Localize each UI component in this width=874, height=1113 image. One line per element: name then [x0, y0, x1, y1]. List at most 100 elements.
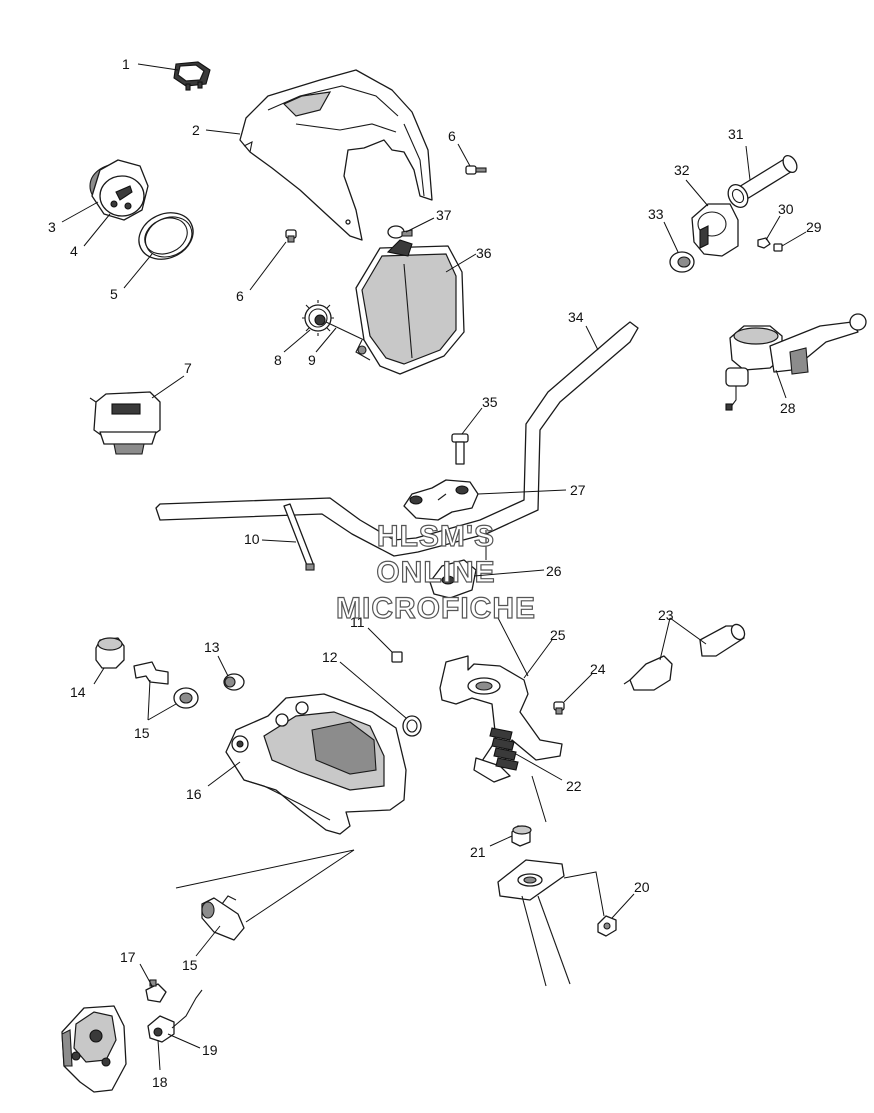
callout-6-lower: 6: [236, 241, 287, 304]
callout-34: 34: [568, 309, 599, 351]
callout-8: 8: [274, 329, 311, 368]
assembly-lines: [175, 530, 605, 923]
callout-label: 14: [70, 684, 86, 700]
callout-label: 6: [448, 128, 456, 144]
callout-4: 4: [70, 213, 111, 259]
part-spring: [489, 727, 519, 771]
part-screw-upper: [465, 165, 487, 175]
part-screw-24: [553, 701, 565, 715]
part-dial-housing: [89, 159, 149, 221]
part-adjuster-rod: [325, 321, 367, 355]
callout-label: 7: [184, 360, 192, 376]
part-screw-lower: [285, 229, 297, 243]
callout-label: 25: [550, 627, 566, 643]
part-nut: [597, 915, 617, 937]
callout-label: 23: [658, 607, 674, 623]
callout-31: 31: [728, 126, 751, 181]
callout-label: 27: [570, 482, 586, 498]
callout-10: 10: [244, 531, 297, 547]
callout-label: 19: [202, 1042, 218, 1058]
callout-1: 1: [122, 56, 179, 72]
callout-13: 13: [204, 639, 229, 677]
callout-label: 3: [48, 219, 56, 235]
callout-label: 22: [566, 778, 582, 794]
part-switch-assembly: [201, 895, 245, 941]
callout-14: 14: [70, 667, 105, 700]
callout-label: 8: [274, 352, 282, 368]
watermark-line-2: ONLINE: [376, 556, 495, 589]
callout-label: 32: [674, 162, 690, 178]
callout-label: 4: [70, 243, 78, 259]
callout-27: 27: [477, 482, 586, 498]
callout-label: 35: [482, 394, 498, 410]
part-upper-cover: [239, 69, 433, 241]
part-steering-plate: [497, 859, 571, 987]
part-throttle-housing: [691, 203, 739, 257]
part-key-bezel: [133, 661, 199, 709]
callout-label: 33: [648, 206, 664, 222]
watermark: HLSM'S ONLINE MICROFICHE: [335, 519, 535, 625]
callout-label: 15: [134, 725, 150, 741]
part-wire: [171, 989, 203, 1029]
part-lower-cover: [225, 693, 407, 835]
part-meter-gauge: [89, 391, 161, 455]
callout-26: 26: [473, 563, 562, 579]
part-small-clip: [391, 651, 403, 663]
callout-22: 22: [515, 753, 582, 794]
callout-label: 20: [634, 879, 650, 895]
callout-12: 12: [322, 649, 407, 719]
callout-5: 5: [110, 253, 153, 302]
callout-19: 19: [167, 1033, 218, 1058]
callout-25: 25: [523, 627, 566, 679]
part-brake-lever: [725, 313, 867, 411]
part-washer: [669, 251, 695, 273]
part-boots: [623, 623, 746, 691]
callout-15-upper: 15: [134, 679, 177, 741]
part-adjuster-gear: [302, 300, 334, 336]
part-bushing: [511, 825, 532, 847]
part-small-plug: [223, 673, 245, 691]
callout-label: 2: [192, 122, 200, 138]
callout-label: 9: [308, 352, 316, 368]
callout-16: 16: [186, 761, 241, 802]
part-o-ring: [402, 715, 422, 737]
callout-label: 17: [120, 949, 136, 965]
callout-20: 20: [611, 879, 650, 919]
callout-label: 16: [186, 786, 202, 802]
part-caliper: [61, 1005, 127, 1093]
callout-label: 34: [568, 309, 584, 325]
callout-32: 32: [674, 162, 709, 207]
part-small-nut: [757, 237, 771, 249]
callout-37: 37: [405, 207, 452, 233]
part-push-fastener: [387, 225, 413, 239]
callout-label: 26: [546, 563, 562, 579]
callout-30: 30: [765, 201, 794, 241]
callout-label: 13: [204, 639, 220, 655]
part-small-screw: [773, 243, 783, 252]
part-sensor: [147, 1015, 175, 1043]
callout-17: 17: [120, 949, 153, 987]
part-handlebar: [155, 321, 639, 557]
part-grip: [727, 154, 798, 208]
callout-label: 10: [244, 531, 260, 547]
callout-33: 33: [648, 206, 679, 253]
callout-label: 18: [152, 1074, 168, 1090]
part-cap: [95, 637, 125, 669]
callout-label: 36: [476, 245, 492, 261]
part-headlight: [355, 239, 465, 375]
callout-11: 11: [350, 614, 393, 653]
callout-36: 36: [445, 245, 492, 273]
callout-2: 2: [192, 122, 241, 138]
callout-7: 7: [151, 360, 192, 399]
callout-3: 3: [48, 201, 99, 235]
callout-label: 31: [728, 126, 744, 142]
callout-18: 18: [152, 1039, 168, 1090]
callout-15-lower: 15: [182, 925, 221, 973]
callout-label: 28: [780, 400, 796, 416]
callout-label: 5: [110, 286, 118, 302]
part-bolt-small: [145, 979, 167, 1003]
callout-23: 23: [658, 607, 707, 661]
callout-label: 21: [470, 844, 486, 860]
callout-label: 12: [322, 649, 338, 665]
